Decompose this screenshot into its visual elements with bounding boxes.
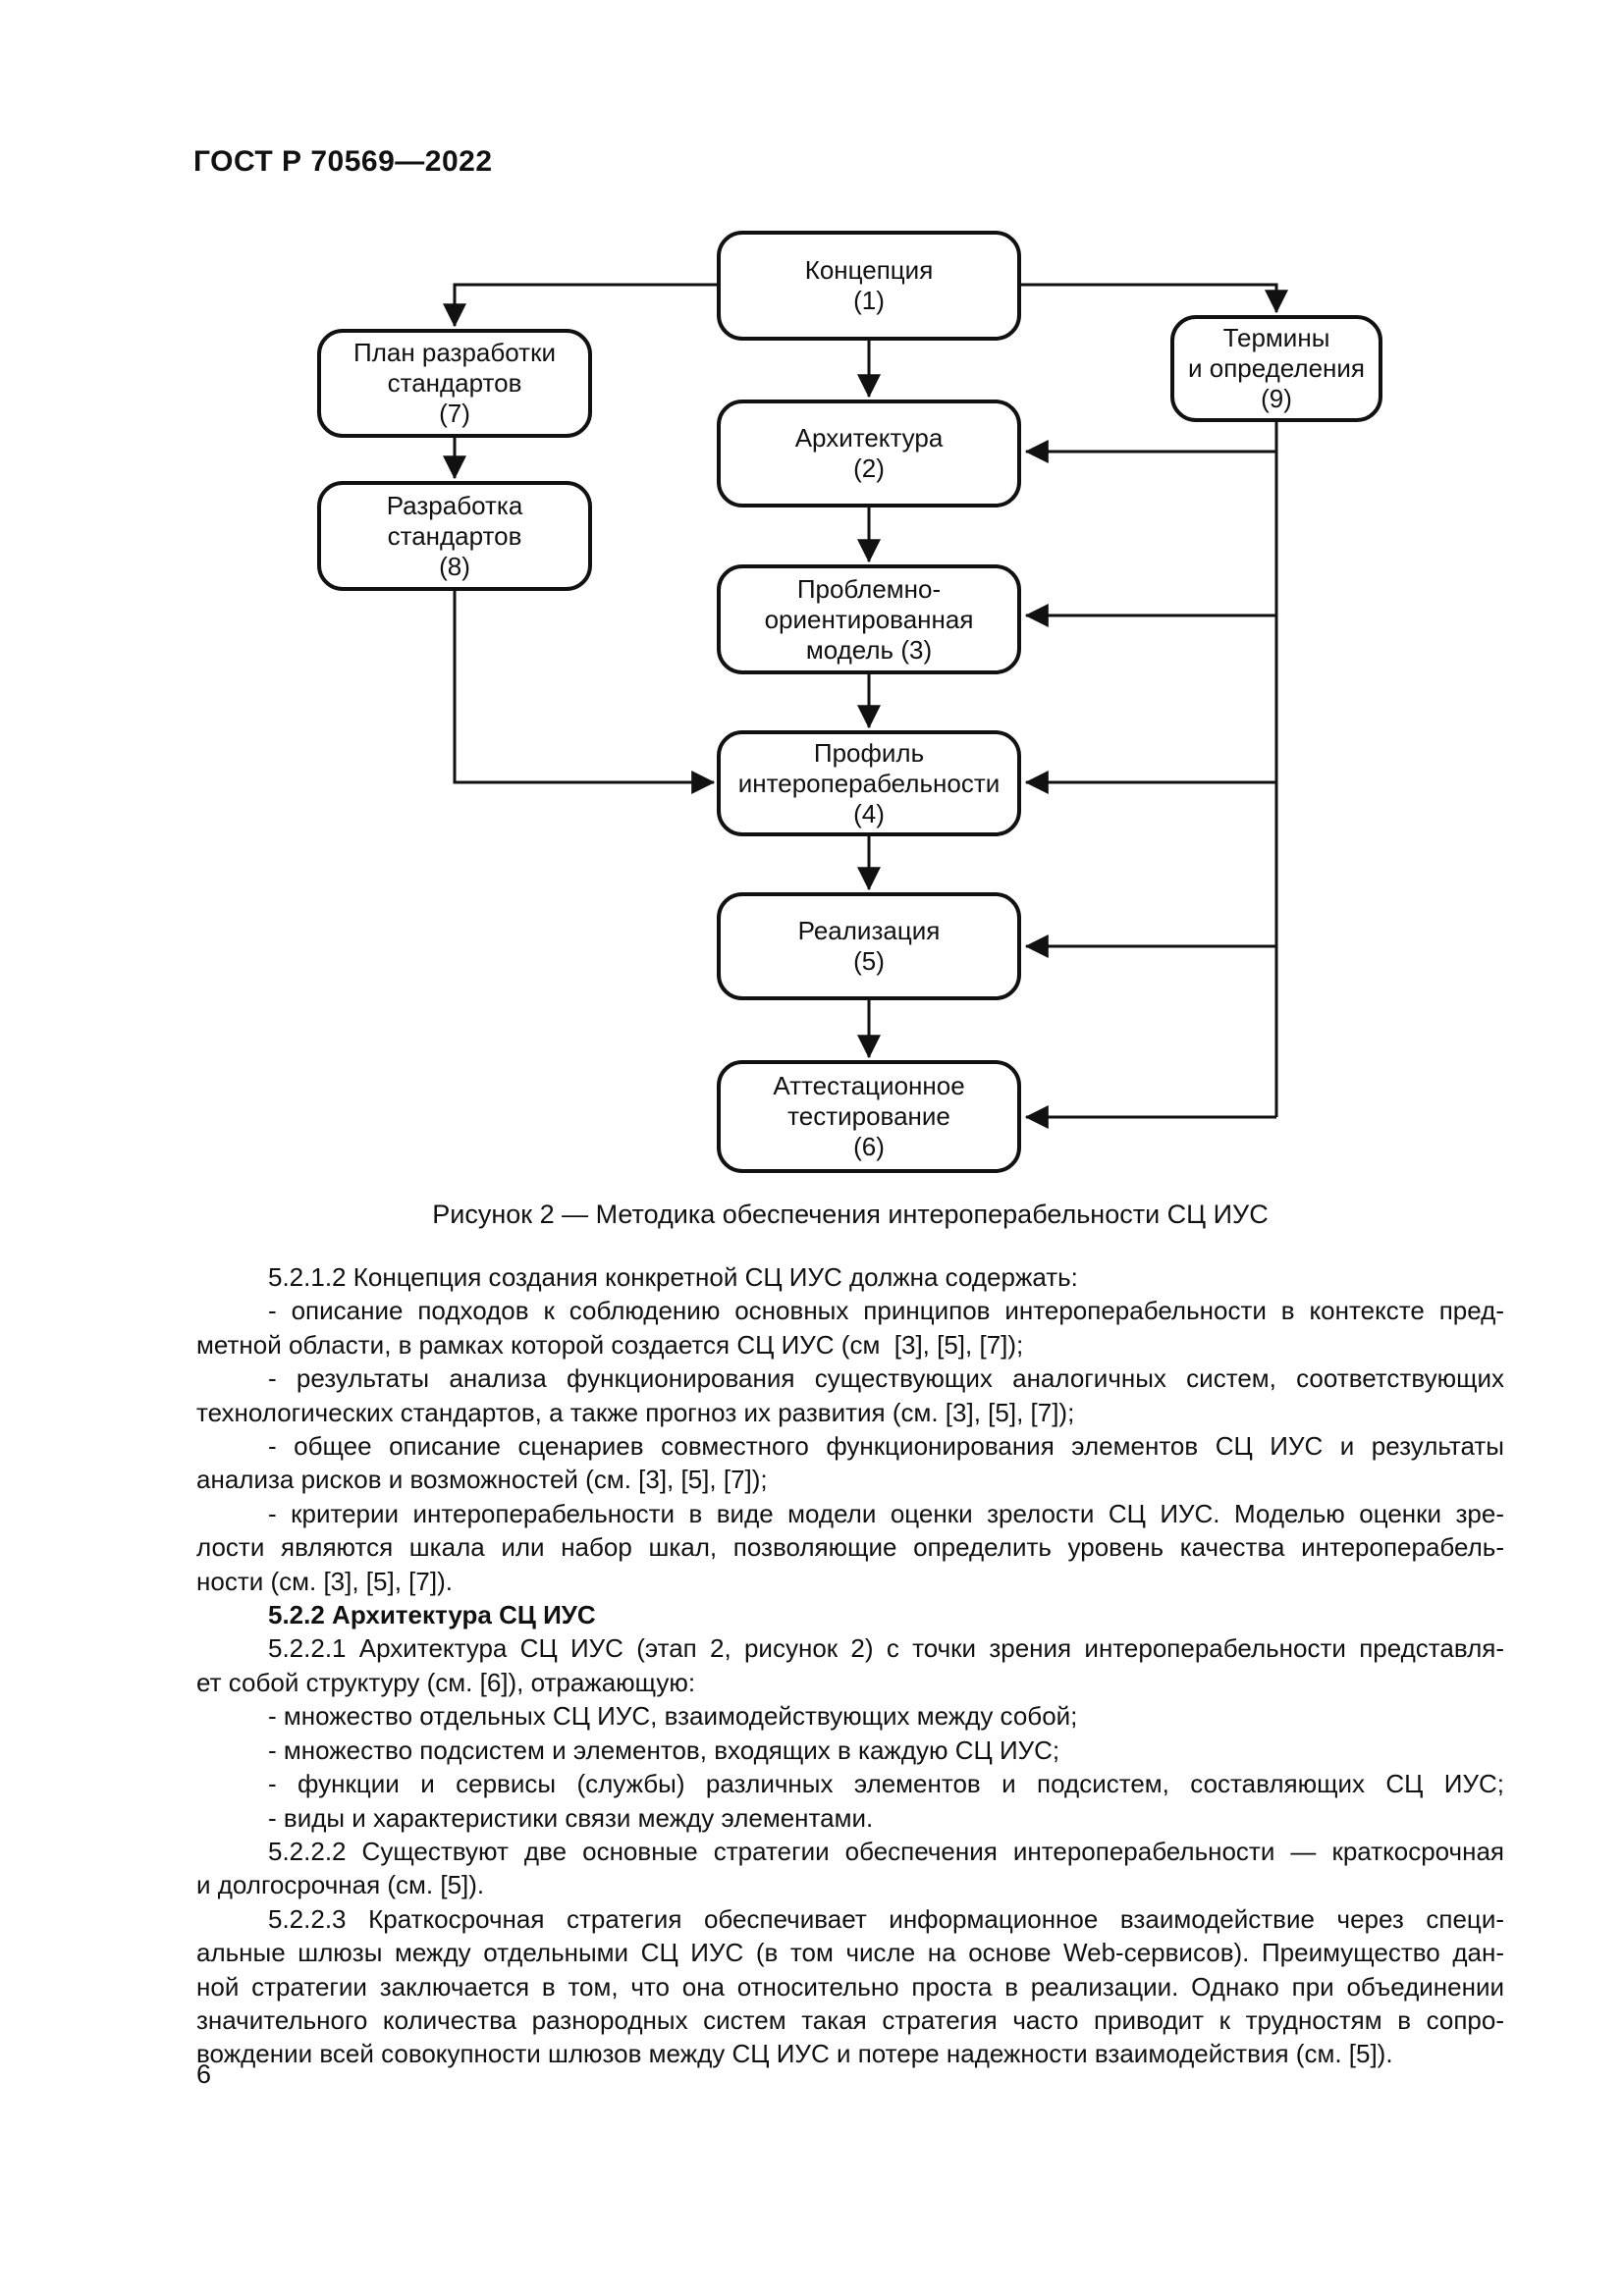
figure-caption: Рисунок 2 — Методика обеспечения интероп… (432, 1200, 1269, 1229)
text-line: метной области, в рамках которой создает… (196, 1329, 1024, 1360)
text-line: лости являются шкала или набор шкал, поз… (196, 1532, 1504, 1563)
page-number: 6 (196, 2059, 212, 2089)
flow-box-implementation-5: Реализация (5) (717, 892, 1021, 1000)
text-line: технологических стандартов, а также прог… (196, 1397, 1075, 1427)
body-text: 5.2.1.2 Концепция создания конкретной СЦ… (196, 1260, 1504, 2071)
flow-box-certification-testing-6: Аттестационное тестирование (6) (717, 1060, 1021, 1173)
text-line: - функции и сервисы (службы) различных э… (268, 1769, 1504, 1799)
text-line: - результаты анализа функционирования су… (268, 1363, 1504, 1394)
flow-box-interop-profile-4: Профиль интероперабельности (4) (717, 730, 1021, 836)
document-header: ГОСТ Р 70569—2022 (193, 145, 493, 178)
text-line: - описание подходов к соблюдению основны… (268, 1296, 1504, 1326)
text-line: анализа рисков и возможностей (см. [3], … (196, 1465, 768, 1495)
text-line-heading: 5.2.2 Архитектура СЦ ИУС (268, 1600, 596, 1630)
text-line: ной стратегии заключается в том, что она… (196, 1971, 1504, 2002)
flow-box-terms-definitions-9: Термины и определения (9) (1170, 315, 1382, 422)
text-line: - множество отдельных СЦ ИУС, взаимодейс… (268, 1701, 1078, 1732)
text-line: 5.2.1.2 Концепция создания конкретной СЦ… (268, 1262, 1078, 1292)
text-line: значительного количества разнородных сис… (196, 2004, 1504, 2035)
text-line: - виды и характеристики связи между элем… (268, 1802, 874, 1833)
text-line: 5.2.2.1 Архитектура СЦ ИУС (этап 2, рису… (268, 1633, 1504, 1664)
text-line: ности (см. [3], [5], [7]). (196, 1566, 453, 1596)
flow-box-standards-development-8: Разработка стандартов (8) (317, 481, 592, 591)
flow-box-architecture-2: Архитектура (2) (717, 400, 1021, 507)
text-line: альные шлюзы между отдельными СЦ ИУС (в … (196, 1938, 1504, 1968)
flow-box-concept-1: Концепция (1) (717, 231, 1021, 341)
text-line: - критерии интероперабельности в виде мо… (268, 1498, 1504, 1528)
text-line: и долгосрочная (см. [5]). (196, 1870, 485, 1900)
text-line: 5.2.2.2 Существуют две основные стратеги… (268, 1836, 1504, 1866)
text-line: - множество подсистем и элементов, входя… (268, 1735, 1060, 1765)
text-line: вождении всей совокупности шлюзов между … (196, 2039, 1393, 2069)
text-line: - общее описание сценариев совместного ф… (268, 1431, 1504, 1462)
text-line: 5.2.2.3 Краткосрочная стратегия обеспечи… (268, 1903, 1504, 1934)
flow-box-standards-plan-7: План разработки стандартов (7) (317, 329, 592, 438)
flow-box-problem-model-3: Проблемно- ориентированная модель (3) (717, 564, 1021, 674)
text-line: ет собой структуру (см. [6]), отражающую… (196, 1667, 696, 1697)
